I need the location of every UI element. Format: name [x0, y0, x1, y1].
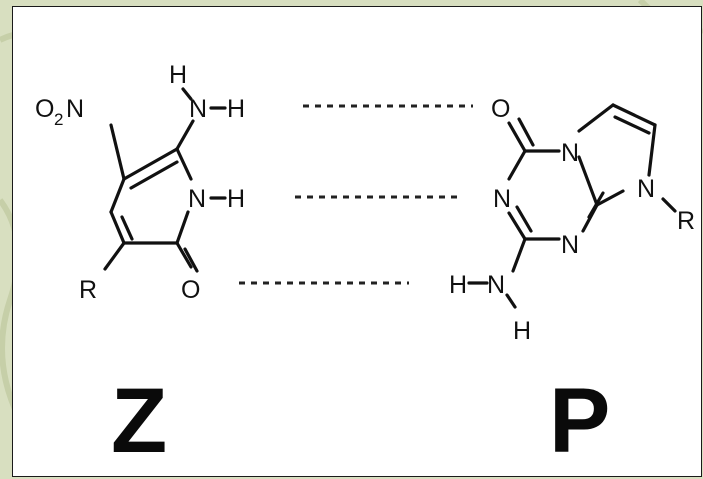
bond [109, 210, 126, 245]
bond [507, 149, 527, 181]
bond [122, 147, 179, 181]
bond [611, 103, 657, 127]
bond [109, 177, 126, 214]
bond [661, 197, 677, 213]
molecule-p: O N N N N R H N H P [449, 95, 695, 472]
base-pair-diagram: H N H O 2 N N H R O Z [35, 61, 695, 472]
bond [507, 211, 527, 241]
molecule-label: P [549, 370, 610, 472]
bond [175, 119, 195, 151]
bond [109, 123, 126, 181]
atom-o: O [181, 276, 200, 304]
atom-h: H [513, 317, 531, 345]
atom-h: H [227, 95, 245, 123]
atom-n: N [487, 271, 505, 299]
bond [181, 87, 193, 101]
atom-h: H [449, 271, 467, 299]
bond [505, 293, 517, 309]
molecule-z: H N H O 2 N N H R O Z [35, 61, 245, 472]
atom-n: N [66, 95, 84, 123]
bond [577, 155, 599, 207]
atom-n: N [493, 185, 511, 213]
bond [517, 117, 535, 147]
atom-n: N [188, 185, 206, 213]
bond [577, 103, 615, 133]
bond [175, 241, 193, 269]
atom-r: R [677, 207, 695, 235]
atom-o: O [491, 95, 510, 123]
bond [129, 160, 179, 190]
bond [515, 205, 533, 233]
bond [183, 247, 199, 273]
bond [595, 189, 625, 207]
bond [120, 215, 134, 241]
atom-subscript: 2 [54, 110, 63, 129]
atom-n: N [561, 139, 579, 167]
atom-n: N [561, 231, 579, 259]
bond [175, 147, 193, 181]
atom-r: R [79, 276, 97, 304]
diagram-card: H N H O 2 N N H R O Z [12, 6, 702, 477]
molecule-label: Z [111, 370, 167, 472]
atom-o: O [35, 95, 54, 123]
hydrogen-bonds [239, 104, 473, 285]
bond [647, 123, 657, 177]
bond [507, 121, 527, 153]
atom-h: H [169, 61, 187, 89]
atom-h: H [227, 185, 245, 213]
bond [175, 210, 190, 245]
atom-n: N [189, 95, 207, 123]
bond [613, 115, 651, 135]
bond [103, 241, 126, 271]
atom-n: N [637, 175, 655, 203]
bond [511, 237, 527, 273]
